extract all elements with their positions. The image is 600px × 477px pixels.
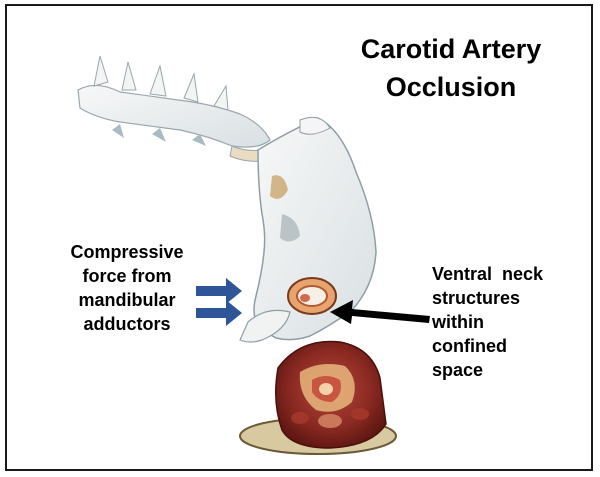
label-line: structures (432, 288, 521, 308)
vertebral-column (77, 55, 271, 162)
label-line: Compressive (70, 242, 184, 262)
label-line: confined (432, 336, 507, 356)
diagram-title: Carotid Artery Occlusion (326, 30, 576, 106)
blue-force-arrow-icon (196, 278, 242, 326)
neck-tissue-block (275, 340, 387, 449)
label-line: Ventral neck (432, 264, 544, 284)
ventral-structures-label: Ventral neck structures within confined … (432, 262, 562, 382)
skull-mandible (239, 116, 377, 343)
label-line: within (432, 312, 484, 332)
compressive-force-label: Compressive force from mandibular adduct… (52, 240, 202, 336)
title-line-2: Occlusion (385, 72, 517, 102)
label-line: mandibular (78, 290, 176, 310)
label-line: space (432, 360, 484, 380)
title-line-1: Carotid Artery (360, 34, 542, 64)
label-line: force from (82, 266, 172, 286)
label-line: adductors (83, 314, 171, 334)
ventral-neck-structures (287, 277, 337, 315)
black-pointer-arrow-icon (330, 300, 430, 324)
